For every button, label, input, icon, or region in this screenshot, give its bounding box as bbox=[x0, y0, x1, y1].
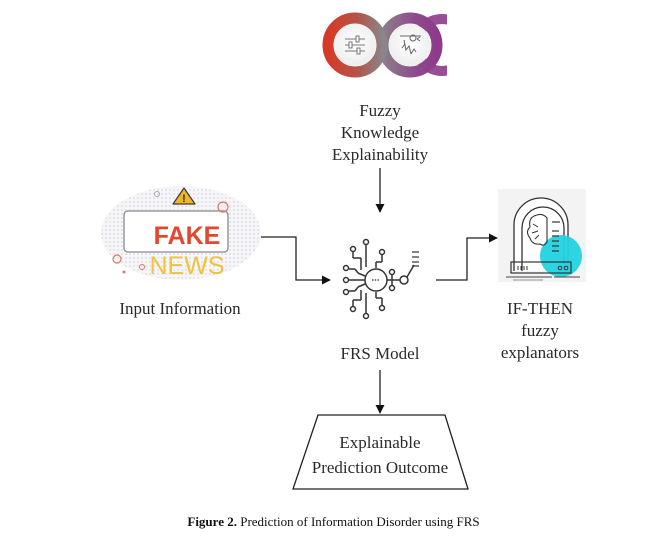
warning-icon: ! bbox=[172, 187, 196, 205]
figure-caption-text: Prediction of Information Disorder using… bbox=[236, 514, 480, 529]
ring-right-inner bbox=[389, 24, 431, 66]
explanators-label-line: IF-THEN bbox=[506, 299, 574, 318]
knowledge-label: Fuzzy Knowledge Explainability bbox=[310, 100, 450, 166]
warning-glyph: ! bbox=[182, 193, 186, 205]
ai-circuit-chip-icon bbox=[342, 238, 419, 320]
explanators-label: IF-THEN fuzzy explanators bbox=[480, 298, 600, 364]
decor-ring bbox=[112, 254, 122, 264]
fake-text: FAKE bbox=[154, 222, 221, 250]
knowledge-label-line: Knowledge bbox=[340, 123, 420, 142]
decor-dot bbox=[122, 270, 126, 274]
decor-ring bbox=[139, 264, 145, 270]
cyan-highlight bbox=[540, 235, 582, 277]
outcome-label-line: Prediction Outcome bbox=[311, 458, 449, 477]
explanators-label-line: explanators bbox=[500, 343, 580, 362]
hand-gesture-icon bbox=[400, 34, 421, 55]
decor-ring bbox=[154, 191, 160, 197]
fake-news-icon: ! FAKE NEWS bbox=[101, 186, 261, 280]
figure-number: Figure 2. bbox=[187, 514, 237, 529]
edge-model-to-explanators bbox=[436, 233, 498, 281]
sliders-icon bbox=[345, 35, 365, 55]
explanators-label-line: fuzzy bbox=[521, 321, 559, 340]
figure-caption: Figure 2. Prediction of Information Diso… bbox=[0, 514, 667, 530]
model-label: FRS Model bbox=[340, 344, 420, 363]
brain-server-icon bbox=[498, 189, 586, 282]
ring-left bbox=[322, 12, 388, 78]
input-label: Input Information bbox=[119, 299, 241, 318]
decor-ring bbox=[217, 201, 229, 213]
fake-news-frame bbox=[123, 210, 229, 253]
outcome-label-line: Explainable bbox=[339, 433, 421, 452]
knowledge-label-line: Fuzzy bbox=[359, 101, 401, 120]
edge-input-to-model bbox=[261, 236, 331, 285]
knowledge-rings-icon bbox=[322, 0, 487, 95]
knowledge-label-line: Explainability bbox=[331, 145, 429, 164]
brain-glyph bbox=[526, 213, 548, 246]
news-text: NEWS bbox=[150, 252, 225, 280]
outcome-trapezoid bbox=[292, 414, 469, 490]
outcome-label: Explainable Prediction Outcome bbox=[290, 430, 470, 480]
